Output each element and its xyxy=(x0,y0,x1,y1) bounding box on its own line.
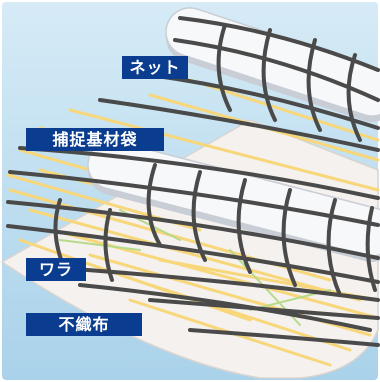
net-strand xyxy=(188,328,380,347)
net-cross-strand xyxy=(306,38,322,132)
net-strand xyxy=(6,224,380,284)
net-strand xyxy=(18,146,380,200)
net-strand xyxy=(78,283,372,332)
straw-label: ワラ xyxy=(26,258,86,281)
net-layer xyxy=(6,16,380,347)
net-cross-strand xyxy=(326,198,342,297)
net-cross-strand xyxy=(365,206,377,292)
net-cross-strand xyxy=(216,23,232,112)
net-cross-strand xyxy=(191,170,207,262)
net-cross-strand xyxy=(53,198,64,264)
non-woven-fabric-label: 不織布 xyxy=(26,313,142,336)
straw-strand xyxy=(68,108,380,192)
net-cross-strand xyxy=(281,188,297,287)
grass-strand xyxy=(59,239,141,251)
net-cross-strand xyxy=(261,28,277,122)
net-strand xyxy=(148,73,380,130)
net-strand xyxy=(98,98,380,152)
net-cross-strand xyxy=(236,178,252,274)
straw-strand xyxy=(28,208,362,302)
capture-bag-label: 捕捉基材袋 xyxy=(26,128,164,151)
net-cross-strand xyxy=(146,163,162,247)
net-cross-strand xyxy=(103,208,114,282)
net-cross-strand xyxy=(346,53,362,142)
net-label: ネット xyxy=(122,56,188,79)
net-strand xyxy=(173,38,380,102)
